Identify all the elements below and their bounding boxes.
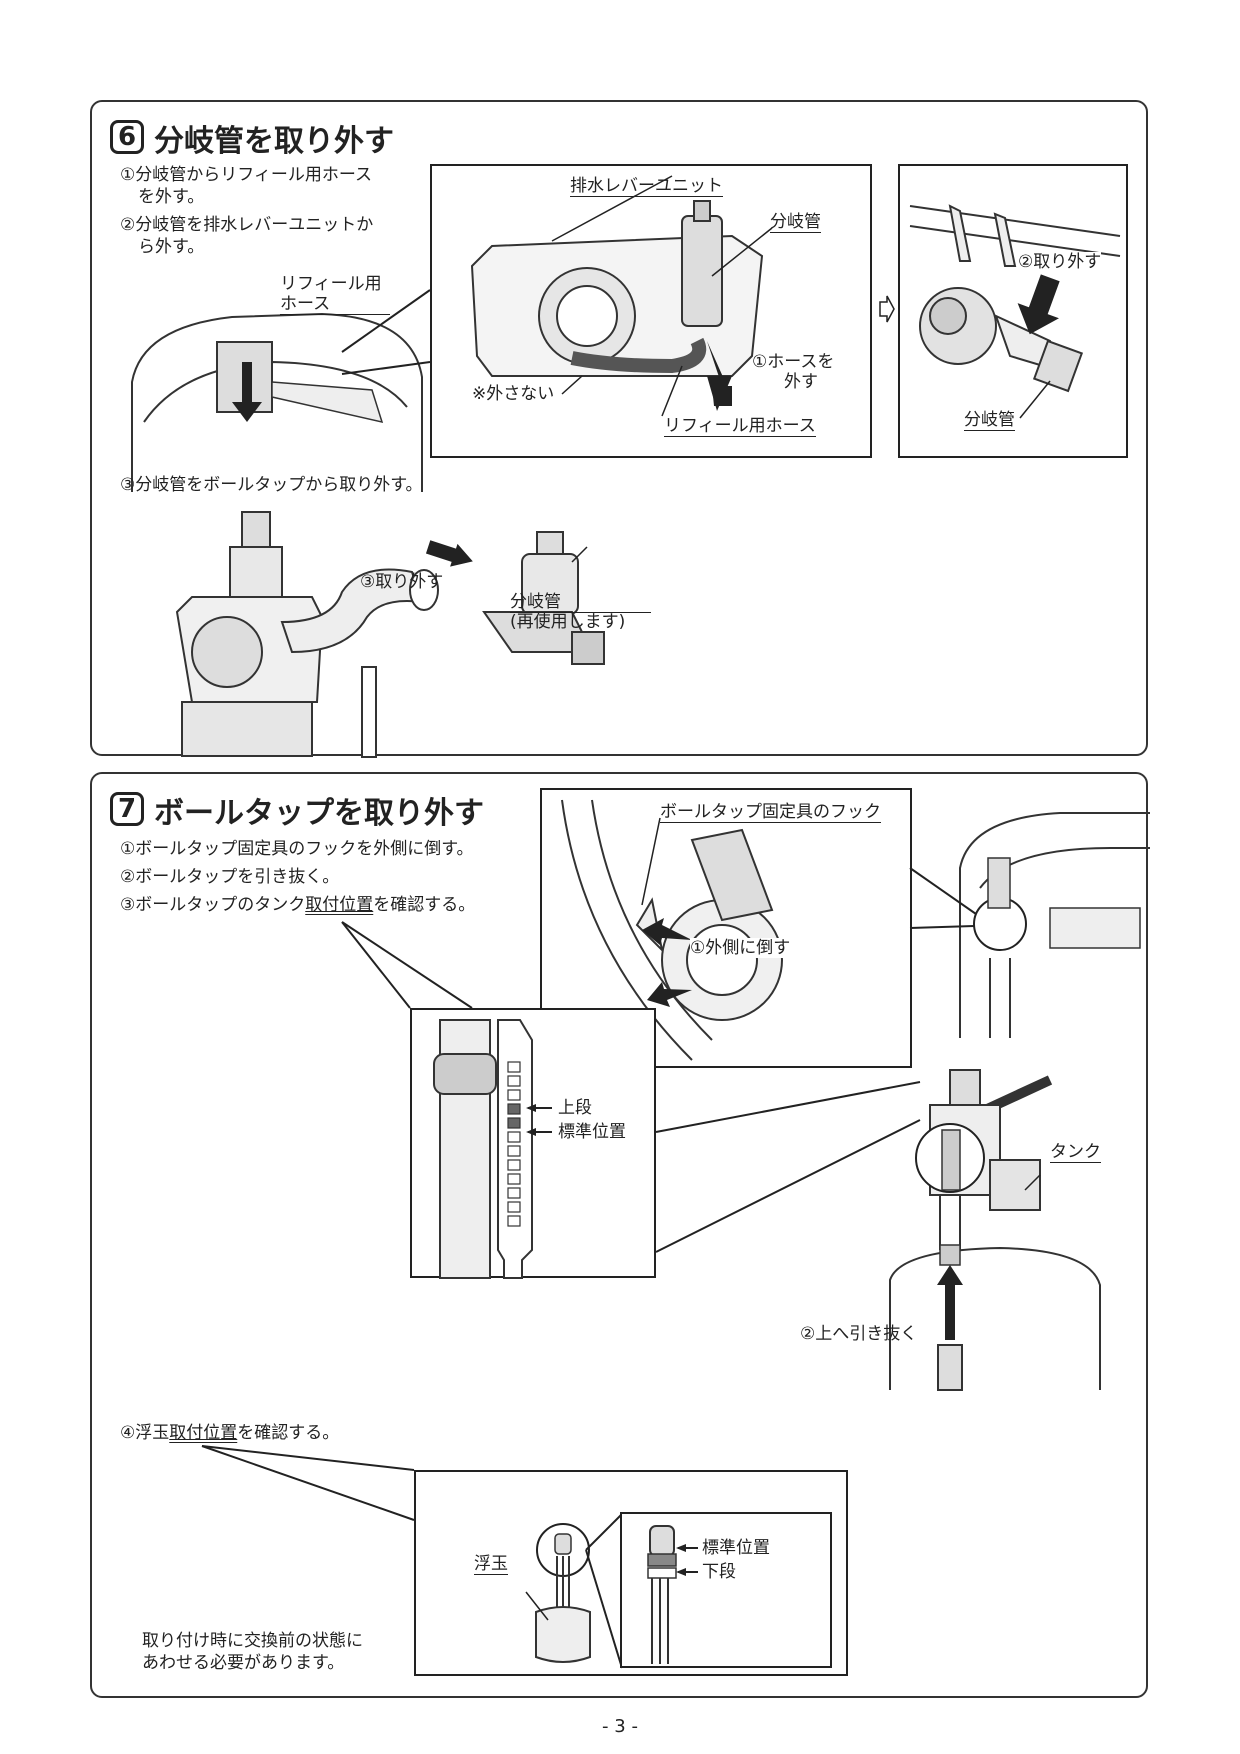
ball-tap-branch-illustration — [175, 511, 605, 758]
float-label: 浮玉 — [474, 1554, 508, 1575]
s7-step-4-pre: ④浮玉 — [120, 1423, 170, 1443]
s7-step-3-pre: ③ボールタップのタンク — [120, 895, 306, 915]
lever-unit-illustration — [470, 175, 773, 417]
ball-tap-pullup-illustration — [889, 1069, 1101, 1391]
callout-lines-7a — [341, 921, 473, 1009]
refill-hose-label-1: リフィール用 — [280, 274, 382, 294]
s7-step-4-post: を確認する。 — [237, 1423, 340, 1443]
upper-label: 上段 — [558, 1098, 592, 1118]
branch-pipe-label-2: 分岐管 — [964, 410, 1015, 431]
tank-label: タンク — [1050, 1142, 1101, 1163]
remove-3-label: ③取り外す — [360, 572, 444, 592]
position-detail-illustration — [433, 1019, 552, 1279]
remove-2-label: ②取り外す — [1018, 252, 1102, 272]
tank-top-illustration — [131, 312, 423, 492]
s7-step-4-underlined: 取付位置 — [169, 1423, 238, 1443]
refill-hose-label-full: リフィール用ホース — [664, 416, 816, 437]
remove-hose-label-2: 外す — [784, 372, 818, 392]
section-7: 7 ボールタップを取り外す ①ボールタップ固定具のフックを外側に倒す。 ②ボール… — [90, 772, 1150, 1698]
page-number: - 3 - — [602, 1716, 638, 1737]
note-line-1: 取り付け時に交換前の状態に — [142, 1631, 363, 1651]
section-6: 6 分岐管を取り外す ①分岐管からリフィール用ホース を外す。 ②分岐管を排水レ… — [90, 100, 1148, 758]
branch-pipe-label: 分岐管 — [770, 212, 821, 233]
position-detail-diagram: 上段 標準位置 — [410, 1008, 656, 1279]
step-2-line-2: ら外す。 — [138, 237, 205, 257]
note-line-2: あわせる必要があります。 — [142, 1653, 345, 1673]
step-1-line-2: を外す。 — [138, 187, 205, 207]
remove-hose-label-1: ①ホースを — [752, 352, 835, 372]
step-2-line-1: ②分岐管を排水レバーユニットか — [120, 215, 374, 235]
tilt-out-label: ①外側に倒す — [690, 938, 791, 958]
branch-pipe-label-3: 分岐管 — [510, 592, 651, 613]
standard-label: 標準位置 — [558, 1122, 626, 1142]
s7-step-4: ④浮玉取付位置を確認する。 — [120, 1422, 339, 1444]
lever-unit-diagram: 排水レバーユニット 分岐管 ①ホースを 外す ※外さない リフィール用ホース — [430, 164, 872, 458]
section-7-number: 7 — [110, 792, 144, 826]
float-position-inset: 標準位置 下段 — [620, 1512, 832, 1668]
hook-label: ボールタップ固定具のフック — [660, 802, 881, 823]
section-6-title: 分岐管を取り外す — [154, 124, 394, 159]
refill-hose-label-2: ホース — [280, 294, 391, 315]
section-7-title: ボールタップを取り外す — [154, 796, 484, 831]
branch-pipe-detail-diagram: ②取り外す 分岐管 — [898, 164, 1128, 458]
step-1-line-1: ①分岐管からリフィール用ホース — [120, 165, 373, 185]
float-detail-diagram: 標準位置 下段 — [414, 1470, 848, 1676]
section-6-number: 6 — [110, 120, 144, 154]
next-arrow-icon — [879, 295, 895, 323]
lever-unit-label: 排水レバーユニット — [570, 176, 723, 197]
float-position-illustration — [647, 1525, 698, 1664]
callout-lines — [341, 289, 431, 375]
standard-label-2: 標準位置 — [702, 1538, 770, 1558]
callout-lines-7c — [201, 1445, 415, 1521]
do-not-remove-label: ※外さない — [472, 384, 555, 404]
s7-step-3-post: を確認する。 — [373, 895, 476, 915]
s7-step-3-underlined: 取付位置 — [305, 895, 374, 915]
hook-detail-diagram: ボールタップ固定具のフック ①外側に倒す — [540, 788, 912, 1068]
callout-lines-7b — [655, 1081, 921, 1253]
pull-up-label: ②上へ引き抜く — [800, 1324, 918, 1344]
reuse-label: (再使用します) — [510, 612, 626, 632]
step-3: ③分岐管をボールタップから取り外す。 — [120, 475, 423, 495]
tank-top-right-illustration — [909, 812, 1150, 1038]
float-illustration — [525, 1513, 623, 1669]
s7-step-2: ②ボールタップを引き抜く。 — [120, 867, 340, 887]
branch-pipe-detail-illustration — [909, 204, 1121, 419]
s7-step-1: ①ボールタップ固定具のフックを外側に倒す。 — [120, 839, 474, 859]
lower-label: 下段 — [702, 1562, 736, 1582]
s7-step-3: ③ボールタップのタンク取付位置を確認する。 — [120, 894, 475, 916]
